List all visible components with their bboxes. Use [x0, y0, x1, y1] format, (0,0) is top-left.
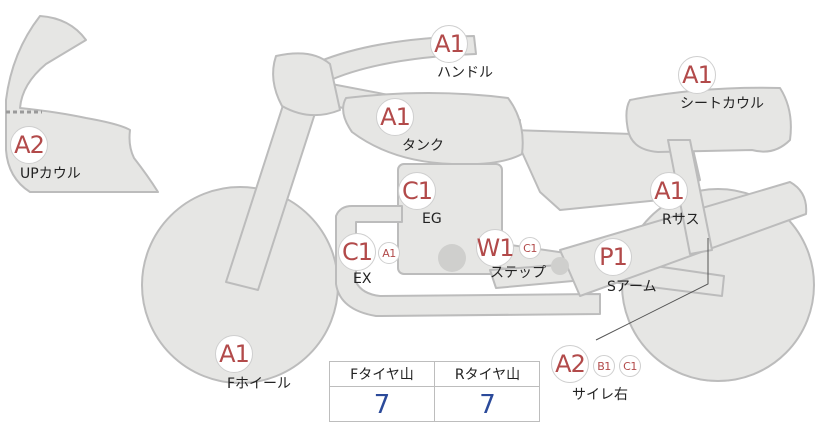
front-tire-header: Fタイヤ山 [330, 362, 435, 387]
seat-cowl-shape [625, 86, 792, 153]
tank-label: タンク [402, 138, 444, 154]
ex-sub-grade-badge: A1 [378, 242, 400, 264]
step-sub-grade-badge: C1 [519, 237, 541, 259]
r-sus-label: Rサス [662, 212, 700, 228]
handle-grade-badge: A1 [430, 25, 468, 63]
s-arm-grade-badge: P1 [594, 238, 632, 276]
seat-cowl-label: シートカウル [680, 96, 764, 112]
up-cowl-label: UPカウル [20, 166, 81, 182]
step-label: ステップ [490, 265, 546, 281]
step-grade-badge: W1 [476, 229, 515, 267]
tire-tread-table: Fタイヤ山 Rタイヤ山 7 7 [329, 361, 540, 422]
r-sus-grade-badge: A1 [650, 172, 688, 210]
ex-label: EX [353, 271, 372, 287]
engine-cover [438, 244, 466, 272]
headlight-shape [272, 52, 341, 117]
rear-suspension-shape [667, 139, 713, 255]
f-wheel-grade-badge: A1 [215, 335, 253, 373]
silencer-r-grade-badge: A2 [551, 345, 589, 383]
eg-grade-badge: C1 [398, 172, 436, 210]
silencer-r-label: サイレ右 [572, 387, 628, 403]
silencer-leader-line [595, 238, 709, 341]
front-tire-value: 7 [330, 387, 435, 422]
silencer-r-sub-grade-badge-2: C1 [619, 355, 641, 377]
f-wheel-label: Fホイール [227, 376, 292, 392]
up-cowl-grade-badge: A2 [10, 126, 48, 164]
s-arm-label: Sアーム [607, 279, 657, 295]
exhaust-pipe-shape [335, 205, 601, 317]
sprocket [551, 257, 569, 275]
tank-grade-badge: A1 [376, 98, 414, 136]
rear-tire-header: Rタイヤ山 [435, 362, 540, 387]
ex-grade-badge: C1 [338, 233, 376, 271]
silencer-r-sub-grade-badge-1: B1 [593, 355, 615, 377]
rear-tire-value: 7 [479, 389, 496, 420]
handle-label: ハンドル [437, 65, 493, 81]
seat-cowl-grade-badge: A1 [678, 56, 716, 94]
eg-label: EG [422, 211, 442, 227]
